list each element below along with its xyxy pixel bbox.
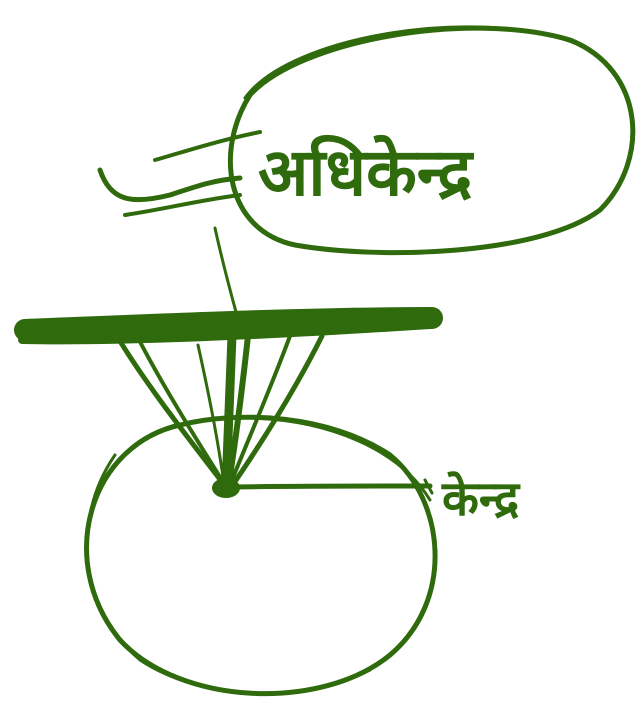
projection-lines: [118, 336, 322, 488]
top-leader-lines: [100, 132, 260, 215]
center-pointer-line: [232, 480, 432, 493]
surface-plane: [22, 318, 432, 340]
top-label: अधिकेन्द्र: [258, 134, 474, 211]
label-pointer-line: [215, 228, 236, 312]
center-label: केन्द्र: [441, 471, 521, 527]
earth-circle: [87, 417, 436, 693]
